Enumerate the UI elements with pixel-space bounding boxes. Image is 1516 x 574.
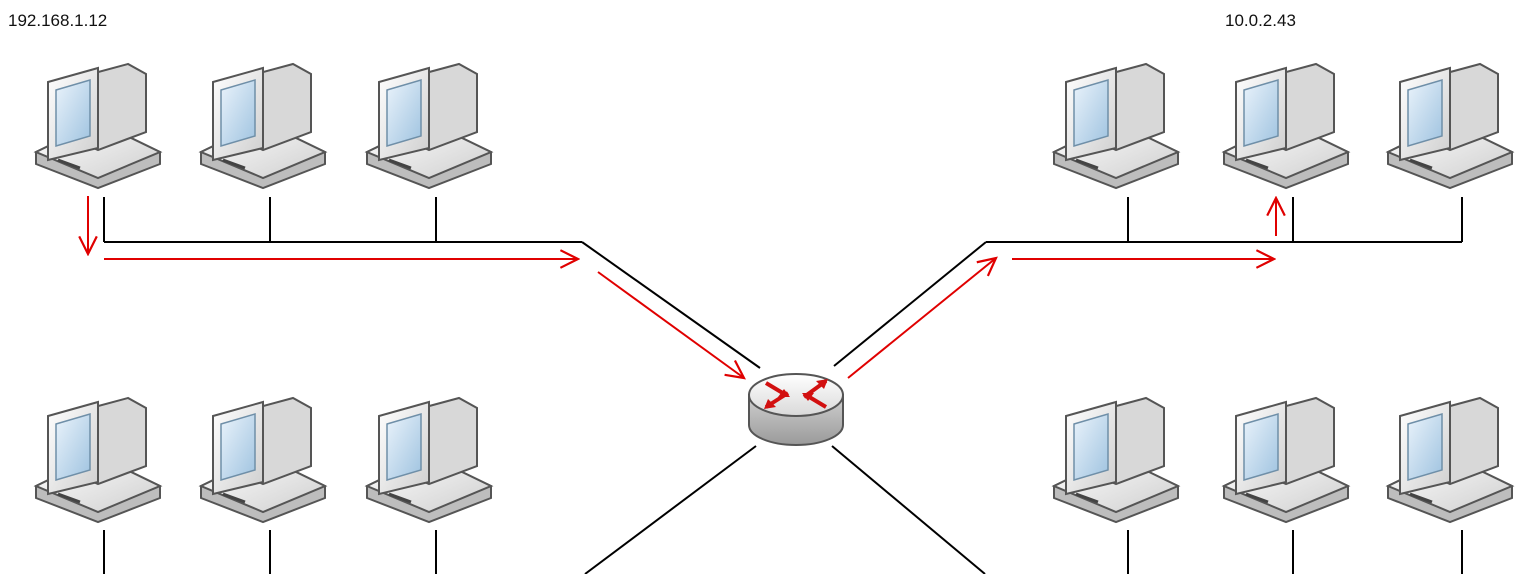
- packet-arrow-to-router: [597, 271, 744, 378]
- segment-bottom-right: [1052, 396, 1514, 524]
- computer-icon: [1386, 62, 1514, 190]
- source-ip-label: 192.168.1.12: [8, 11, 108, 30]
- network-wiring: [103, 197, 1463, 574]
- computer-icon: [365, 62, 493, 190]
- computer-icon: [199, 62, 327, 190]
- router-icon: [748, 373, 844, 446]
- segment-top-left: [34, 62, 493, 190]
- computer-icon: [199, 396, 327, 524]
- computer-icon: [1222, 62, 1350, 190]
- computer-icon: [1052, 62, 1180, 190]
- computer-icon: [365, 396, 493, 524]
- computer-icon: [1052, 396, 1180, 524]
- computer-icon: [1222, 396, 1350, 524]
- packet-path: [88, 196, 1276, 378]
- destination-ip-label: 10.0.2.43: [1225, 11, 1296, 30]
- computer-icon: [34, 396, 162, 524]
- segment-bottom-left: [34, 396, 493, 524]
- segment-top-right: [1052, 62, 1514, 190]
- packet-arrow-from-router: [847, 258, 996, 379]
- computer-icon: [1386, 396, 1514, 524]
- computer-icon: [34, 62, 162, 190]
